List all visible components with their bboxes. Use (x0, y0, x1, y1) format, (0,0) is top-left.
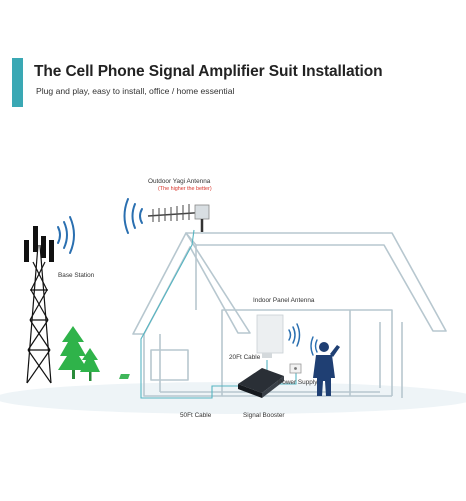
indoor-antenna-label: Indoor Panel Antenna (253, 297, 315, 304)
page-subtitle: Plug and play, easy to install, office /… (36, 86, 235, 96)
power-supply-label: Power Supply (278, 379, 318, 386)
cable-20ft-label: 20Ft Cable (229, 354, 261, 361)
title-accent-bar (12, 58, 23, 107)
power-outlet-icon (289, 363, 302, 374)
cable-50ft-label: 50Ft Cable (180, 412, 212, 419)
indoor-signal-icon (288, 323, 301, 347)
signal-booster-label: Signal Booster (243, 412, 285, 419)
base-station-antennas (24, 226, 54, 262)
page-title: The Cell Phone Signal Amplifier Suit Ins… (34, 63, 383, 80)
indoor-panel-antenna (256, 314, 284, 358)
person-on-phone-icon (313, 342, 340, 396)
house-outline (132, 232, 447, 398)
base-station-label: Base Station (58, 272, 95, 279)
signal-booster (119, 368, 284, 398)
yagi-signal-icon (123, 198, 143, 234)
outdoor-antenna-label: Outdoor Yagi Antenna (148, 178, 211, 185)
tree-icon (58, 326, 100, 381)
outdoor-antenna-note: (The higher the better) (158, 186, 212, 192)
base-station-tower (26, 244, 52, 384)
yagi-antenna (147, 204, 210, 232)
ground-shadow (0, 382, 466, 414)
person-signal-icon (310, 336, 318, 356)
base-station-signal-icon (57, 216, 75, 254)
